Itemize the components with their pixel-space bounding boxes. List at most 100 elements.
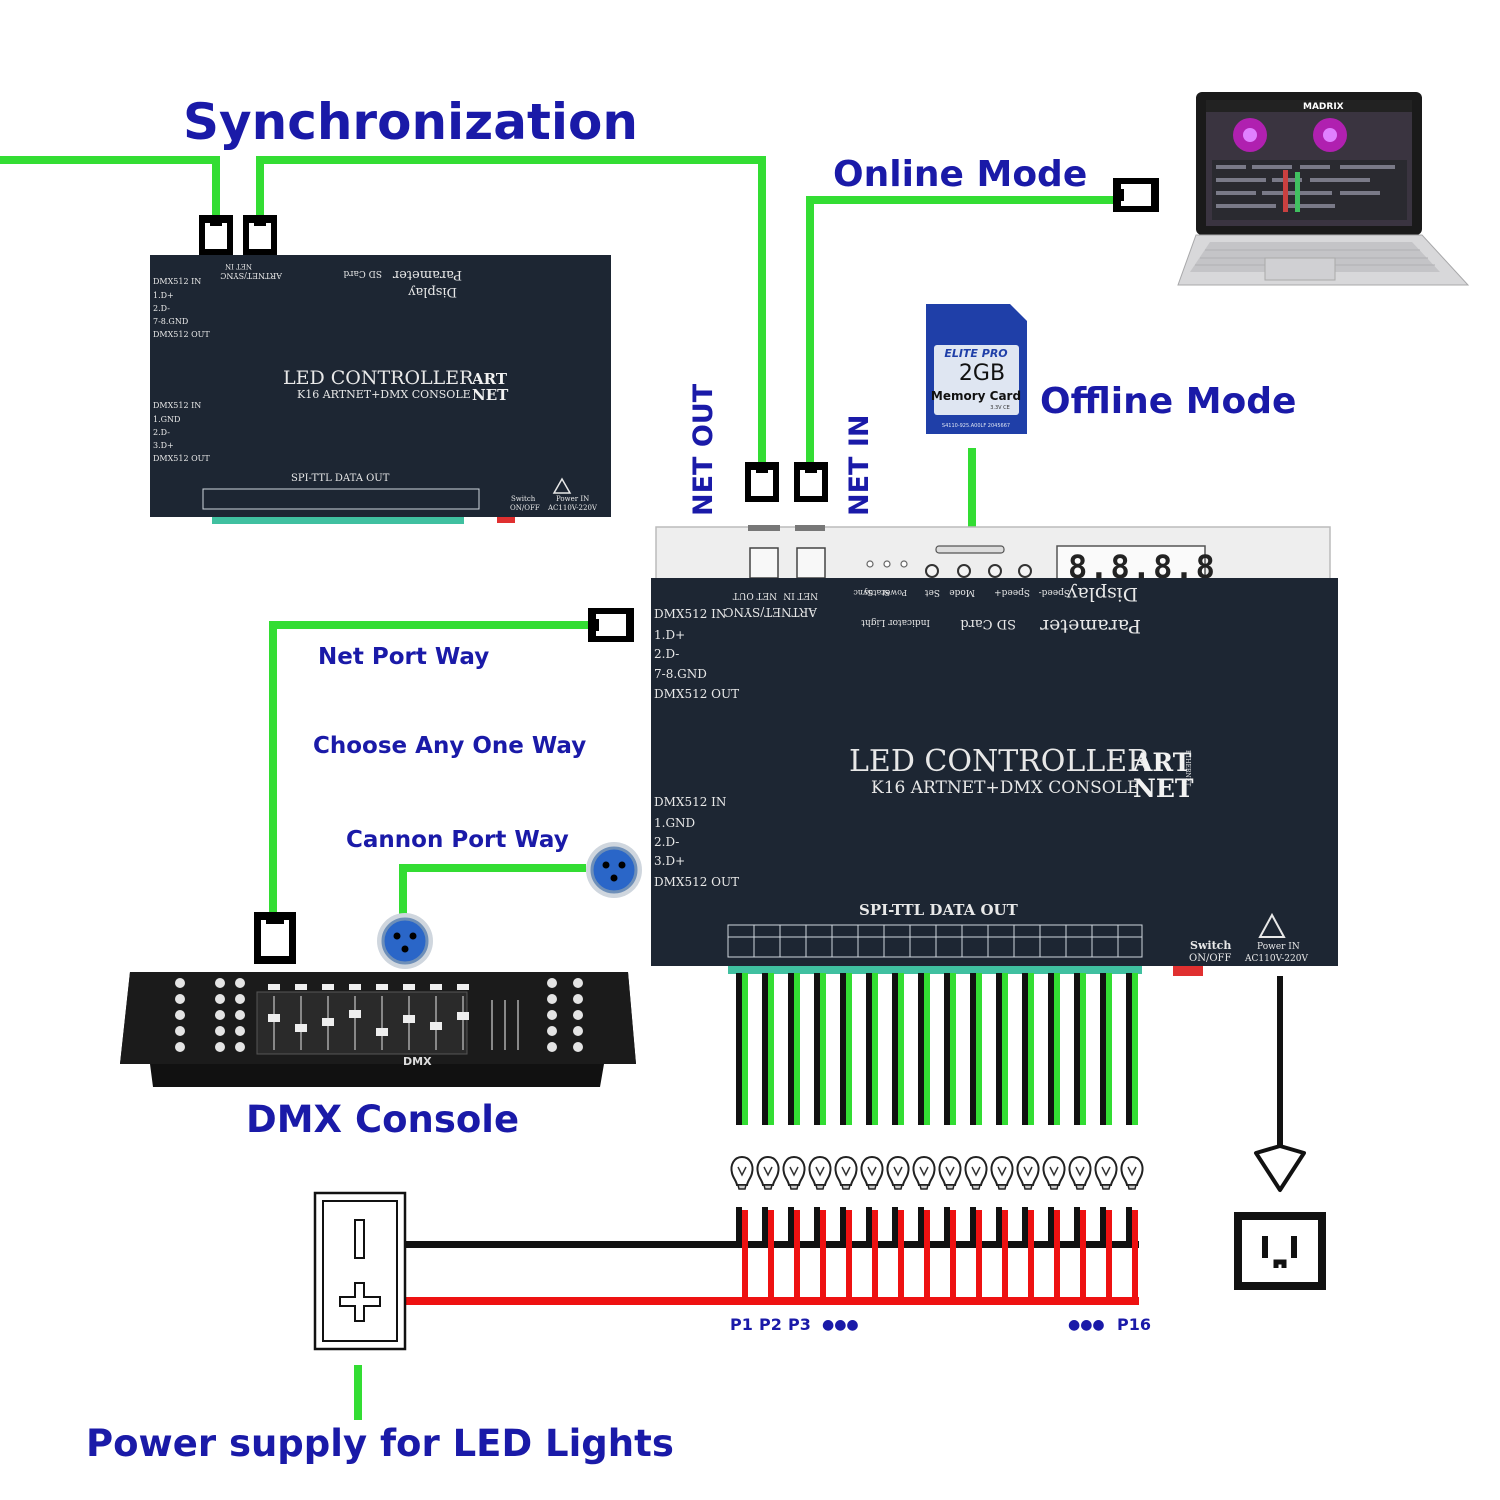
dots-left: ●●●	[822, 1317, 859, 1333]
mc-title: LED CONTROLLER	[849, 744, 1151, 779]
mc-artnet-sync: ARTNET/SYNC	[724, 605, 818, 619]
bulb-icon	[834, 1156, 858, 1190]
offline-mode-label: Offline Mode	[1040, 381, 1296, 422]
main-controller: 8.8.8.8 Parameter Display SD Card Speed-…	[651, 525, 1338, 976]
mc-switch-sub: ON/OFF	[1189, 953, 1231, 964]
p16-label: P16	[1117, 1315, 1151, 1334]
mc-dmx-in-1: DMX512 IN	[654, 607, 726, 621]
mc-logo-top: ART	[1132, 748, 1192, 777]
rj45-plug-net-port	[588, 608, 634, 642]
net-port-way-label: Net Port Way	[318, 644, 489, 670]
bulb-icon	[1068, 1156, 1092, 1190]
mc-power-in: Power IN	[1257, 942, 1300, 952]
mc-dmx-in-2: DMX512 IN	[654, 795, 726, 809]
mains-power	[1234, 976, 1326, 1290]
choose-any-one-way-label: Choose Any One Way	[313, 733, 586, 759]
cannon-port-way-label: Cannon Port Way	[346, 827, 569, 853]
dots-right: ●●●	[1068, 1317, 1105, 1333]
rj45-plug-net-in	[794, 462, 828, 502]
mc-terminal-strip	[727, 924, 1143, 958]
mc-spi-ttl: SPI-TTL DATA OUT	[859, 901, 1019, 919]
sc-pin2-dplus: 3.D+	[153, 441, 174, 450]
mc-pin-gnd: 7-8.GND	[654, 667, 707, 681]
sc-dmx-in-1: DMX512 IN	[153, 277, 201, 286]
sc-parameter: Parameter	[392, 267, 462, 282]
sd-card: ELITE PRO 2GB Memory Card 3.3V CE S4110-…	[926, 304, 1027, 434]
plus-icon	[339, 1282, 381, 1322]
bulb-icon	[1016, 1156, 1040, 1190]
socket-icon	[1234, 1212, 1326, 1290]
mc-speed-plus: Speed+	[994, 587, 1030, 597]
sd-type: Memory Card	[931, 389, 1021, 403]
bulb-icon	[756, 1156, 780, 1190]
mc-dmx-out-2: DMX512 OUT	[654, 875, 739, 889]
sc-pin2-dminus: 2.D-	[153, 428, 170, 437]
bulb-icon	[782, 1156, 806, 1190]
mc-pin-2d: 2.D-	[654, 647, 679, 661]
sd-brand: ELITE PRO	[944, 347, 1007, 360]
mc-subtitle: K16 ARTNET+DMX CONSOLE	[871, 778, 1139, 798]
sc-logo-bottom: NET	[472, 386, 509, 404]
bulb-icon	[886, 1156, 910, 1190]
bulb-icon	[1120, 1156, 1144, 1190]
dmx-console: DMX	[120, 972, 636, 1087]
sc-switch-sub: ON/OFF	[510, 504, 540, 512]
sc-pin-1d: 1.D+	[153, 291, 174, 300]
mc-logo-side: ETHERNET	[1184, 750, 1191, 786]
bulb-icon	[964, 1156, 988, 1190]
sd-serial: S4110-925.A00LF 2045667	[942, 423, 1010, 429]
led-bulbs	[730, 1156, 1144, 1190]
minus-icon	[354, 1219, 365, 1259]
xlr-connector-controller	[584, 840, 644, 900]
mc-sync-led: Sync	[853, 588, 873, 597]
mc-port-net-in: NET IN	[783, 590, 818, 600]
sc-spi-ttl: SPI-TTL DATA OUT	[291, 473, 390, 484]
mc-switch: Switch	[1190, 939, 1231, 952]
p3-label: P3	[788, 1315, 811, 1334]
sc-sd-card: SD Card	[343, 268, 382, 278]
sc-title: LED CONTROLLER	[283, 367, 474, 389]
sc-pin-gnd: 7-8.GND	[153, 317, 188, 326]
laptop-app-name: MADRIX	[1303, 102, 1344, 112]
rj45-plug-sync-in	[243, 215, 277, 255]
mc-dmx-out-1: DMX512 OUT	[654, 687, 739, 701]
mc-mode: Mode	[949, 587, 975, 597]
sync-controller: Parameter Display SD Card ARTNET/SYNC NE…	[150, 215, 611, 524]
p2-label: P2	[759, 1315, 782, 1334]
laptop: MADRIX	[1177, 92, 1470, 286]
sc-dmx-out-1: DMX512 OUT	[153, 330, 210, 339]
online-mode-label: Online Mode	[833, 154, 1087, 195]
rj45-plug-net-out	[745, 462, 779, 502]
mc-pin-1d: 1.D+	[654, 628, 685, 642]
mc-speed-minus: Speed-	[1039, 587, 1070, 597]
sc-artnet-sync: ARTNET/SYNC	[220, 271, 283, 280]
bulb-icon	[912, 1156, 936, 1190]
power-supply	[313, 1191, 407, 1351]
bulb-icon	[860, 1156, 884, 1190]
sc-terminal-strip	[202, 488, 480, 510]
plug-icon	[1254, 1144, 1306, 1192]
sc-dmx-out-2: DMX512 OUT	[153, 454, 210, 463]
mc-set: Set	[925, 587, 940, 597]
sd-capacity: 2GB	[959, 361, 1005, 386]
sc-display: Display	[408, 284, 457, 299]
output-wires	[736, 973, 1138, 1125]
sc-dmx-in-2: DMX512 IN	[153, 401, 201, 410]
mc-power-led: Power	[882, 588, 907, 597]
net-out-label: NET OUT	[688, 383, 719, 516]
bulb-icon	[938, 1156, 962, 1190]
mc-logo-bottom: NET	[1133, 774, 1194, 803]
sc-power-in: Power IN	[556, 495, 589, 503]
mc-display: Display	[1066, 583, 1138, 605]
sd-voltage: 3.3V CE	[990, 405, 1010, 411]
sc-pin2-gnd: 1.GND	[153, 415, 180, 424]
mc-indicator-light: Indicator Light	[861, 617, 930, 627]
sc-logo-top: ART	[471, 370, 508, 388]
sc-subtitle: K16 ARTNET+DMX CONSOLE	[297, 388, 471, 401]
bulb-icon	[808, 1156, 832, 1190]
bulb-icon	[990, 1156, 1014, 1190]
sc-pin-2d: 2.D-	[153, 304, 170, 313]
mc-port-net-out: NET OUT	[733, 590, 777, 600]
mc-sd-card: SD Card	[960, 616, 1016, 631]
